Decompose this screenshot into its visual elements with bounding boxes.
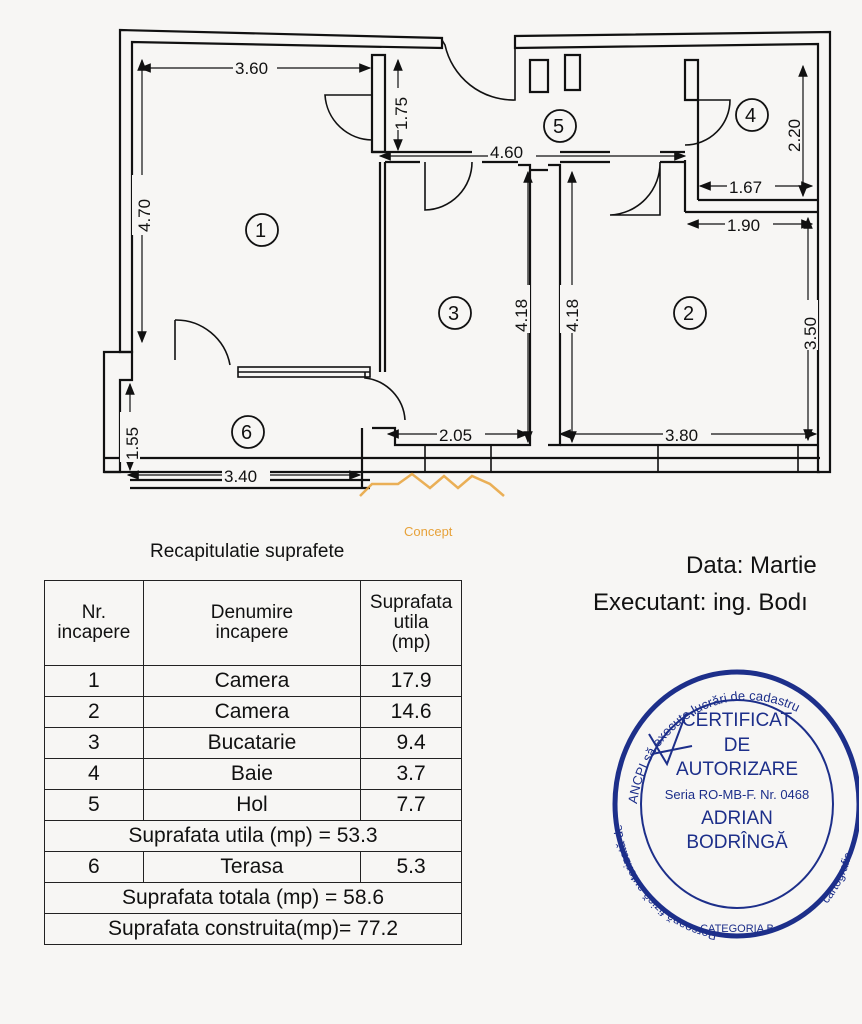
cell-nr: 3 (44, 727, 144, 759)
cell-area: 14.6 (360, 696, 462, 728)
stamp-line3: AUTORIZARE (676, 759, 798, 780)
dim-room1-height: 4.70 (135, 199, 154, 232)
room-number-6: 6 (241, 422, 252, 444)
room-number-4: 4 (745, 105, 756, 127)
cell-area: 3.7 (360, 758, 462, 790)
table-row: 1 Camera 17.9 (44, 665, 462, 697)
signature-mark (648, 715, 693, 767)
cell-area: 7.7 (360, 789, 462, 821)
cell-nr: 2 (44, 696, 144, 728)
floor-plan: 3.60 4.70 1.75 4.60 2.20 1.67 1.90 3.50 … (102, 28, 832, 539)
room-number-2: 2 (683, 303, 694, 325)
cell-name: Hol (142, 789, 362, 821)
cell-name: Camera (142, 696, 362, 728)
window-room1 (237, 366, 371, 378)
cell-name: Camera (142, 665, 362, 697)
stamp-name1: ADRIAN (701, 808, 773, 829)
table-row: 2 Camera 14.6 (44, 696, 462, 728)
cell-name: Terasa (142, 851, 362, 883)
dim-hall-width: 4.60 (490, 143, 523, 162)
stamp-ring-right: cartografie (818, 850, 855, 906)
cell-nr: 5 (44, 789, 144, 821)
door-swings (174, 39, 731, 421)
cell-nr: 1 (44, 665, 144, 697)
header-name: Denumire incapere (142, 580, 362, 666)
table-row: 6 Terasa 5.3 (44, 851, 462, 883)
window-kitchen (424, 444, 492, 473)
cell-name: Baie (142, 758, 362, 790)
dim-kitchen-height: 4.18 (512, 299, 531, 332)
cell-name: Bucatarie (142, 727, 362, 759)
cell-nr: 4 (44, 758, 144, 790)
table-header-row: Nr. incapere Denumire incapere Suprafata… (44, 580, 462, 666)
cell-area: 9.4 (360, 727, 462, 759)
total-area: Suprafata totala (mp) = 58.6 (44, 882, 462, 914)
cell-area: 17.9 (360, 665, 462, 697)
date-label: Data: Martie (686, 552, 817, 579)
dimension-labels: 3.60 4.70 1.75 4.60 2.20 1.67 1.90 3.50 … (120, 58, 820, 486)
authorization-stamp: ANCPI să execute lucrări de cadastru Per… (611, 669, 859, 943)
dim-terrace-height: 1.55 (123, 427, 142, 460)
walls (102, 28, 832, 490)
dim-hall-height: 1.75 (392, 97, 411, 130)
built-area: Suprafata construita(mp)= 77.2 (44, 913, 462, 945)
executant-label: Executant: ing. Bodı (593, 589, 808, 616)
dim-room2-left-height: 4.18 (563, 299, 582, 332)
window-room2 (657, 444, 799, 473)
dim-room1-width: 3.60 (235, 59, 268, 78)
stamp-name2: BODRÎNGĂ (686, 831, 788, 853)
dim-room2-height: 3.50 (801, 317, 820, 350)
header-area: Suprafata utila (mp) (360, 580, 462, 666)
table-row: 3 Bucatarie 9.4 (44, 727, 462, 759)
room-numbers (231, 98, 769, 449)
stamp-line1: CERTIFICAT (682, 710, 793, 731)
built-row: Suprafata construita(mp)= 77.2 (44, 913, 462, 945)
dim-bath-height: 2.20 (785, 119, 804, 152)
dim-terrace-width: 3.40 (224, 467, 257, 486)
recap-title: Recapitulatie suprafete (150, 541, 345, 562)
dim-room2-width: 3.80 (665, 426, 698, 445)
header-nr: Nr. incapere (44, 580, 144, 666)
stamp-category: CATEGORIA B (700, 923, 774, 935)
room-number-1: 1 (255, 220, 266, 242)
concept-logo-text: Concept (404, 524, 453, 539)
dim-kitchen-width: 2.05 (439, 426, 472, 445)
recap-table: Nr. incapere Denumire incapere Suprafata… (44, 580, 462, 945)
stamp-line2: DE (724, 735, 750, 756)
useful-total-row: Suprafata utila (mp) = 53.3 (44, 820, 462, 852)
concept-logo (359, 472, 505, 497)
cell-nr: 6 (44, 851, 144, 883)
dim-room2-top: 1.90 (727, 216, 760, 235)
useful-total: Suprafata utila (mp) = 53.3 (44, 820, 462, 852)
dimension-lines (125, 58, 818, 480)
table-row: 5 Hol 7.7 (44, 789, 462, 821)
total-row: Suprafata totala (mp) = 58.6 (44, 882, 462, 914)
room-number-5: 5 (553, 116, 564, 138)
dim-bath-width: 1.67 (729, 178, 762, 197)
room-number-3: 3 (448, 303, 459, 325)
cell-area: 5.3 (360, 851, 462, 883)
table-row: 4 Baie 3.7 (44, 758, 462, 790)
stamp-series: Seria RO-MB-F. Nr. 0468 (665, 787, 810, 802)
